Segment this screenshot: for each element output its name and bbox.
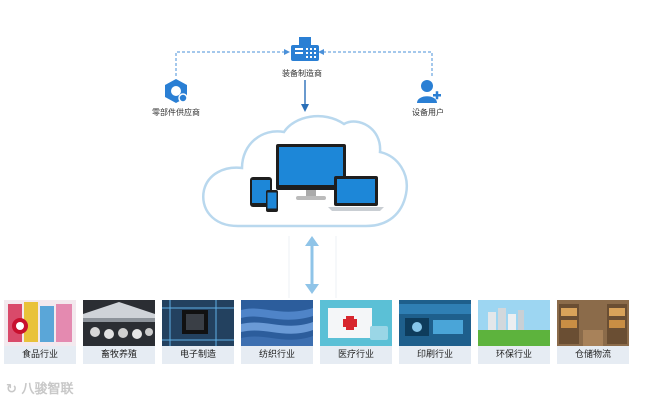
food-products-photo-icon [4, 300, 76, 346]
manufacturer-node [285, 36, 325, 68]
industry-tile-logistics: 仓储物流 [557, 300, 629, 364]
industry-tile-textile: 纺织行业 [241, 300, 313, 364]
green-city-photo-icon [478, 300, 550, 346]
industry-tile-environment: 环保行业 [478, 300, 550, 364]
industry-label: 环保行业 [478, 346, 550, 364]
phone-icon [266, 190, 278, 212]
double-arrow-down-head [305, 284, 319, 294]
industry-tile-livestock: 畜牧养殖 [83, 300, 155, 364]
industry-label: 印刷行业 [399, 346, 471, 364]
industry-label: 医疗行业 [320, 346, 392, 364]
monitor-icon [276, 144, 346, 202]
arrow-left-head [318, 49, 324, 55]
industry-tile-printing: 印刷行业 [399, 300, 471, 364]
industry-label: 仓储物流 [557, 346, 629, 364]
cloud-platform [198, 108, 413, 234]
double-arrow-up-head [305, 236, 319, 246]
circuit-board-photo-icon [162, 300, 234, 346]
user-node [416, 78, 442, 104]
watermark-text: 八骏智联 [21, 382, 74, 397]
industry-label: 纺织行业 [241, 346, 313, 364]
supplier-label: 零部件供应商 [152, 108, 200, 117]
supplier-node [163, 78, 189, 104]
manufacturer-label: 装备制造商 [282, 69, 322, 78]
industry-label: 食品行业 [4, 346, 76, 364]
industry-tile-electronics: 电子制造 [162, 300, 234, 364]
industry-tile-food: 食品行业 [4, 300, 76, 364]
fax-machine-icon [291, 37, 319, 61]
industry-label: 畜牧养殖 [83, 346, 155, 364]
livestock-farm-photo-icon [83, 300, 155, 346]
add-user-icon [417, 80, 441, 103]
industry-tile-medical: 医疗行业 [320, 300, 392, 364]
watermark: ↻ 八骏智联 [6, 378, 73, 397]
industry-label: 电子制造 [162, 346, 234, 364]
user-to-manufacturer-line [324, 51, 433, 76]
watermark-logo-icon: ↻ [6, 382, 17, 397]
laptop-icon [328, 176, 384, 212]
user-label: 设备用户 [412, 108, 444, 117]
arrow-down-head [301, 104, 309, 112]
medical-kit-photo-icon [320, 300, 392, 346]
warehouse-photo-icon [557, 300, 629, 346]
printing-press-photo-icon [399, 300, 471, 346]
gear-nut-icon [165, 79, 188, 103]
textile-fabric-photo-icon [241, 300, 313, 346]
supplier-to-manufacturer-line [175, 51, 284, 76]
arrow-right-head [284, 49, 290, 55]
